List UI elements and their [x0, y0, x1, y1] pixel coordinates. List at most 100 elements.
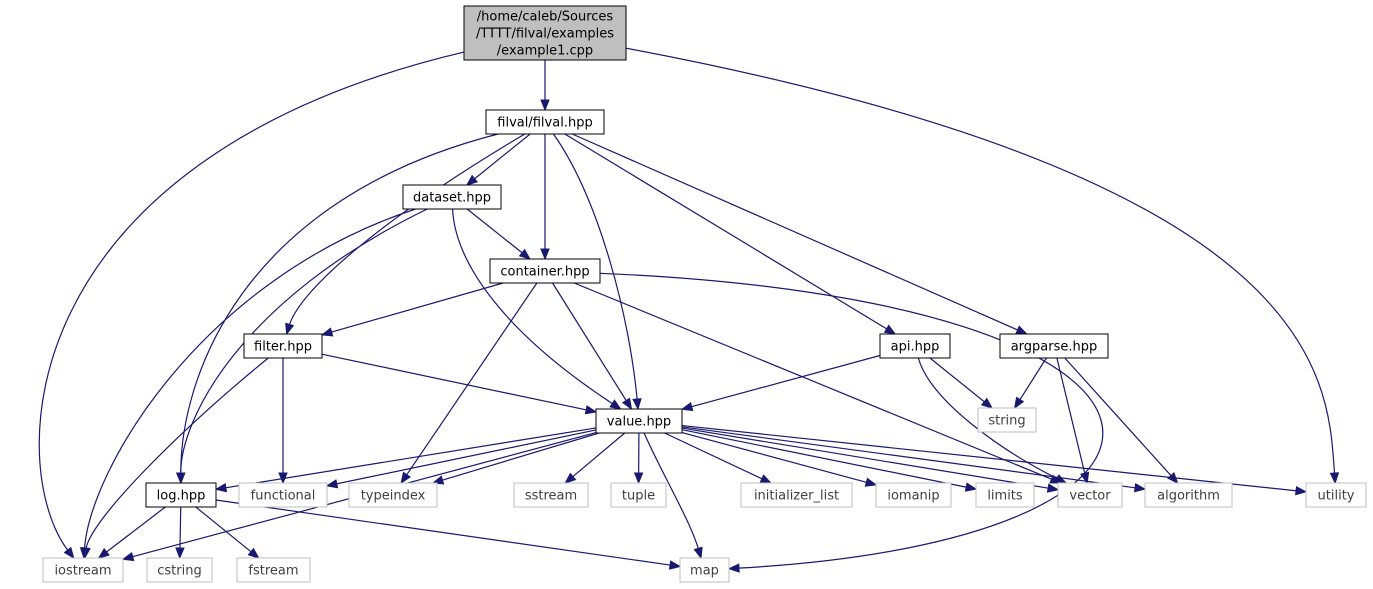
node-argparse[interactable]: argparse.hpp — [999, 333, 1109, 359]
edge-dataset-to-iostream — [83, 208, 416, 550]
node-box-iomanip[interactable] — [875, 482, 952, 508]
node-sstream[interactable]: sstream — [513, 482, 589, 508]
edge-arrowhead-dataset-to-log — [175, 472, 186, 485]
edge-filval-to-dataset — [473, 133, 531, 180]
edge-arrowhead-filval-to-value — [632, 398, 642, 411]
node-cstring[interactable]: cstring — [146, 557, 213, 583]
node-box-sstream[interactable] — [513, 482, 589, 508]
node-box-string[interactable] — [977, 407, 1037, 433]
edge-value-to-map — [643, 432, 700, 550]
node-box-algorithm[interactable] — [1144, 482, 1233, 508]
node-initializer_list[interactable]: initializer_list — [740, 482, 853, 508]
node-label-initializer_list: initializer_list — [754, 489, 839, 504]
node-label-iomanip: iomanip — [887, 489, 939, 504]
edge-argparse-to-algorithm — [1064, 357, 1173, 477]
edge-log-to-map — [215, 499, 672, 566]
edge-arrowhead-value-to-functional — [325, 479, 339, 489]
edge-arrowhead-value-to-utility — [1295, 485, 1308, 496]
node-box-api[interactable] — [879, 333, 951, 359]
node-vector[interactable]: vector — [1057, 482, 1123, 508]
node-box-fstream[interactable] — [236, 557, 311, 583]
node-string[interactable]: string — [977, 407, 1037, 433]
edge-arrowhead-filval-to-argparse — [1015, 325, 1028, 335]
edge-arrowhead-api-to-value — [680, 401, 694, 412]
node-container[interactable]: container.hpp — [489, 258, 601, 284]
edge-arrowhead-container-to-value — [621, 397, 633, 411]
node-filval[interactable]: filval/filval.hpp — [485, 109, 605, 135]
node-iomanip[interactable]: iomanip — [875, 482, 952, 508]
edge-example1-to-utility — [625, 47, 1336, 475]
node-fstream[interactable]: fstream — [236, 557, 311, 583]
node-label-cstring: cstring — [157, 564, 201, 579]
node-box-example1[interactable] — [463, 5, 627, 61]
node-limits[interactable]: limits — [975, 482, 1035, 508]
node-box-cstring[interactable] — [146, 557, 213, 583]
edge-value-to-iomanip — [681, 432, 868, 484]
node-tuple[interactable]: tuple — [610, 482, 667, 508]
node-box-container[interactable] — [489, 258, 601, 284]
node-box-limits[interactable] — [975, 482, 1035, 508]
edge-arrowhead-example1-to-filval — [540, 99, 550, 112]
node-label-value: value.hpp — [607, 415, 671, 430]
node-label-string: string — [988, 414, 1025, 429]
node-label-api: api.hpp — [891, 340, 940, 355]
edge-filval-to-value — [552, 133, 638, 401]
edge-value-to-initializer_list — [664, 432, 764, 480]
edge-dataset-to-log — [180, 208, 428, 475]
node-api[interactable]: api.hpp — [879, 333, 951, 359]
node-box-map[interactable] — [679, 557, 730, 583]
node-label-iostream: iostream — [54, 564, 111, 579]
node-dataset[interactable]: dataset.hpp — [402, 184, 502, 210]
edge-value-to-functional — [335, 429, 597, 485]
node-label-argparse: argparse.hpp — [1011, 340, 1098, 355]
edge-arrowhead-value-to-algorithm — [1133, 483, 1147, 493]
edge-arrowhead-filval-to-container — [540, 248, 550, 261]
node-label-container: container.hpp — [500, 265, 589, 280]
node-algorithm[interactable]: algorithm — [1144, 482, 1233, 508]
edge-container-to-map — [599, 272, 1104, 569]
node-box-tuple[interactable] — [610, 482, 667, 508]
node-log[interactable]: log.hpp — [145, 482, 217, 508]
node-box-dataset[interactable] — [402, 184, 502, 210]
node-label-typeindex: typeindex — [361, 489, 426, 504]
edge-arrowhead-container-to-map — [727, 563, 740, 573]
node-box-value[interactable] — [595, 408, 683, 434]
edge-filter-to-value — [321, 353, 588, 411]
edge-arrowhead-value-to-initializer_list — [759, 474, 773, 484]
edge-value-to-typeindex — [441, 432, 600, 481]
node-box-filval[interactable] — [485, 109, 605, 135]
node-filter[interactable]: filter.hpp — [243, 333, 323, 359]
node-box-utility[interactable] — [1305, 482, 1367, 508]
edge-arrowhead-dataset-to-value — [609, 399, 622, 410]
node-box-filter[interactable] — [243, 333, 323, 359]
edge-arrowhead-filter-to-value — [584, 405, 598, 415]
node-box-argparse[interactable] — [999, 333, 1109, 359]
node-box-iostream[interactable] — [42, 557, 124, 583]
node-label-example1: /home/caleb/Sources — [477, 10, 614, 25]
node-value[interactable]: value.hpp — [595, 408, 683, 434]
node-box-log[interactable] — [145, 482, 217, 508]
edge-arrowhead-filval-to-filter — [285, 322, 295, 336]
edge-api-to-string — [929, 357, 986, 403]
node-iostream[interactable]: iostream — [42, 557, 124, 583]
edge-arrowhead-argparse-to-vector — [1080, 471, 1090, 485]
edge-filval-to-api — [564, 133, 888, 330]
node-box-vector[interactable] — [1057, 482, 1123, 508]
edge-arrowhead-value-to-tuple — [633, 472, 644, 485]
node-box-functional[interactable] — [238, 482, 328, 508]
node-label-utility: utility — [1318, 489, 1355, 504]
edge-arrowhead-filter-to-iostream — [81, 546, 91, 560]
node-label-map: map — [690, 564, 719, 579]
node-typeindex[interactable]: typeindex — [348, 482, 438, 508]
node-box-initializer_list[interactable] — [740, 482, 853, 508]
edge-arrowhead-filval-to-dataset — [465, 174, 479, 186]
edge-container-to-typeindex — [405, 282, 538, 476]
edge-example1-to-iostream — [38, 51, 465, 552]
node-utility[interactable]: utility — [1305, 482, 1367, 508]
edge-filval-to-filter — [288, 133, 526, 326]
node-example1[interactable]: /home/caleb/Sources/TTTT/filval/examples… — [463, 5, 627, 61]
node-map[interactable]: map — [679, 557, 730, 583]
node-functional[interactable]: functional — [238, 482, 328, 508]
node-box-typeindex[interactable] — [348, 482, 438, 508]
